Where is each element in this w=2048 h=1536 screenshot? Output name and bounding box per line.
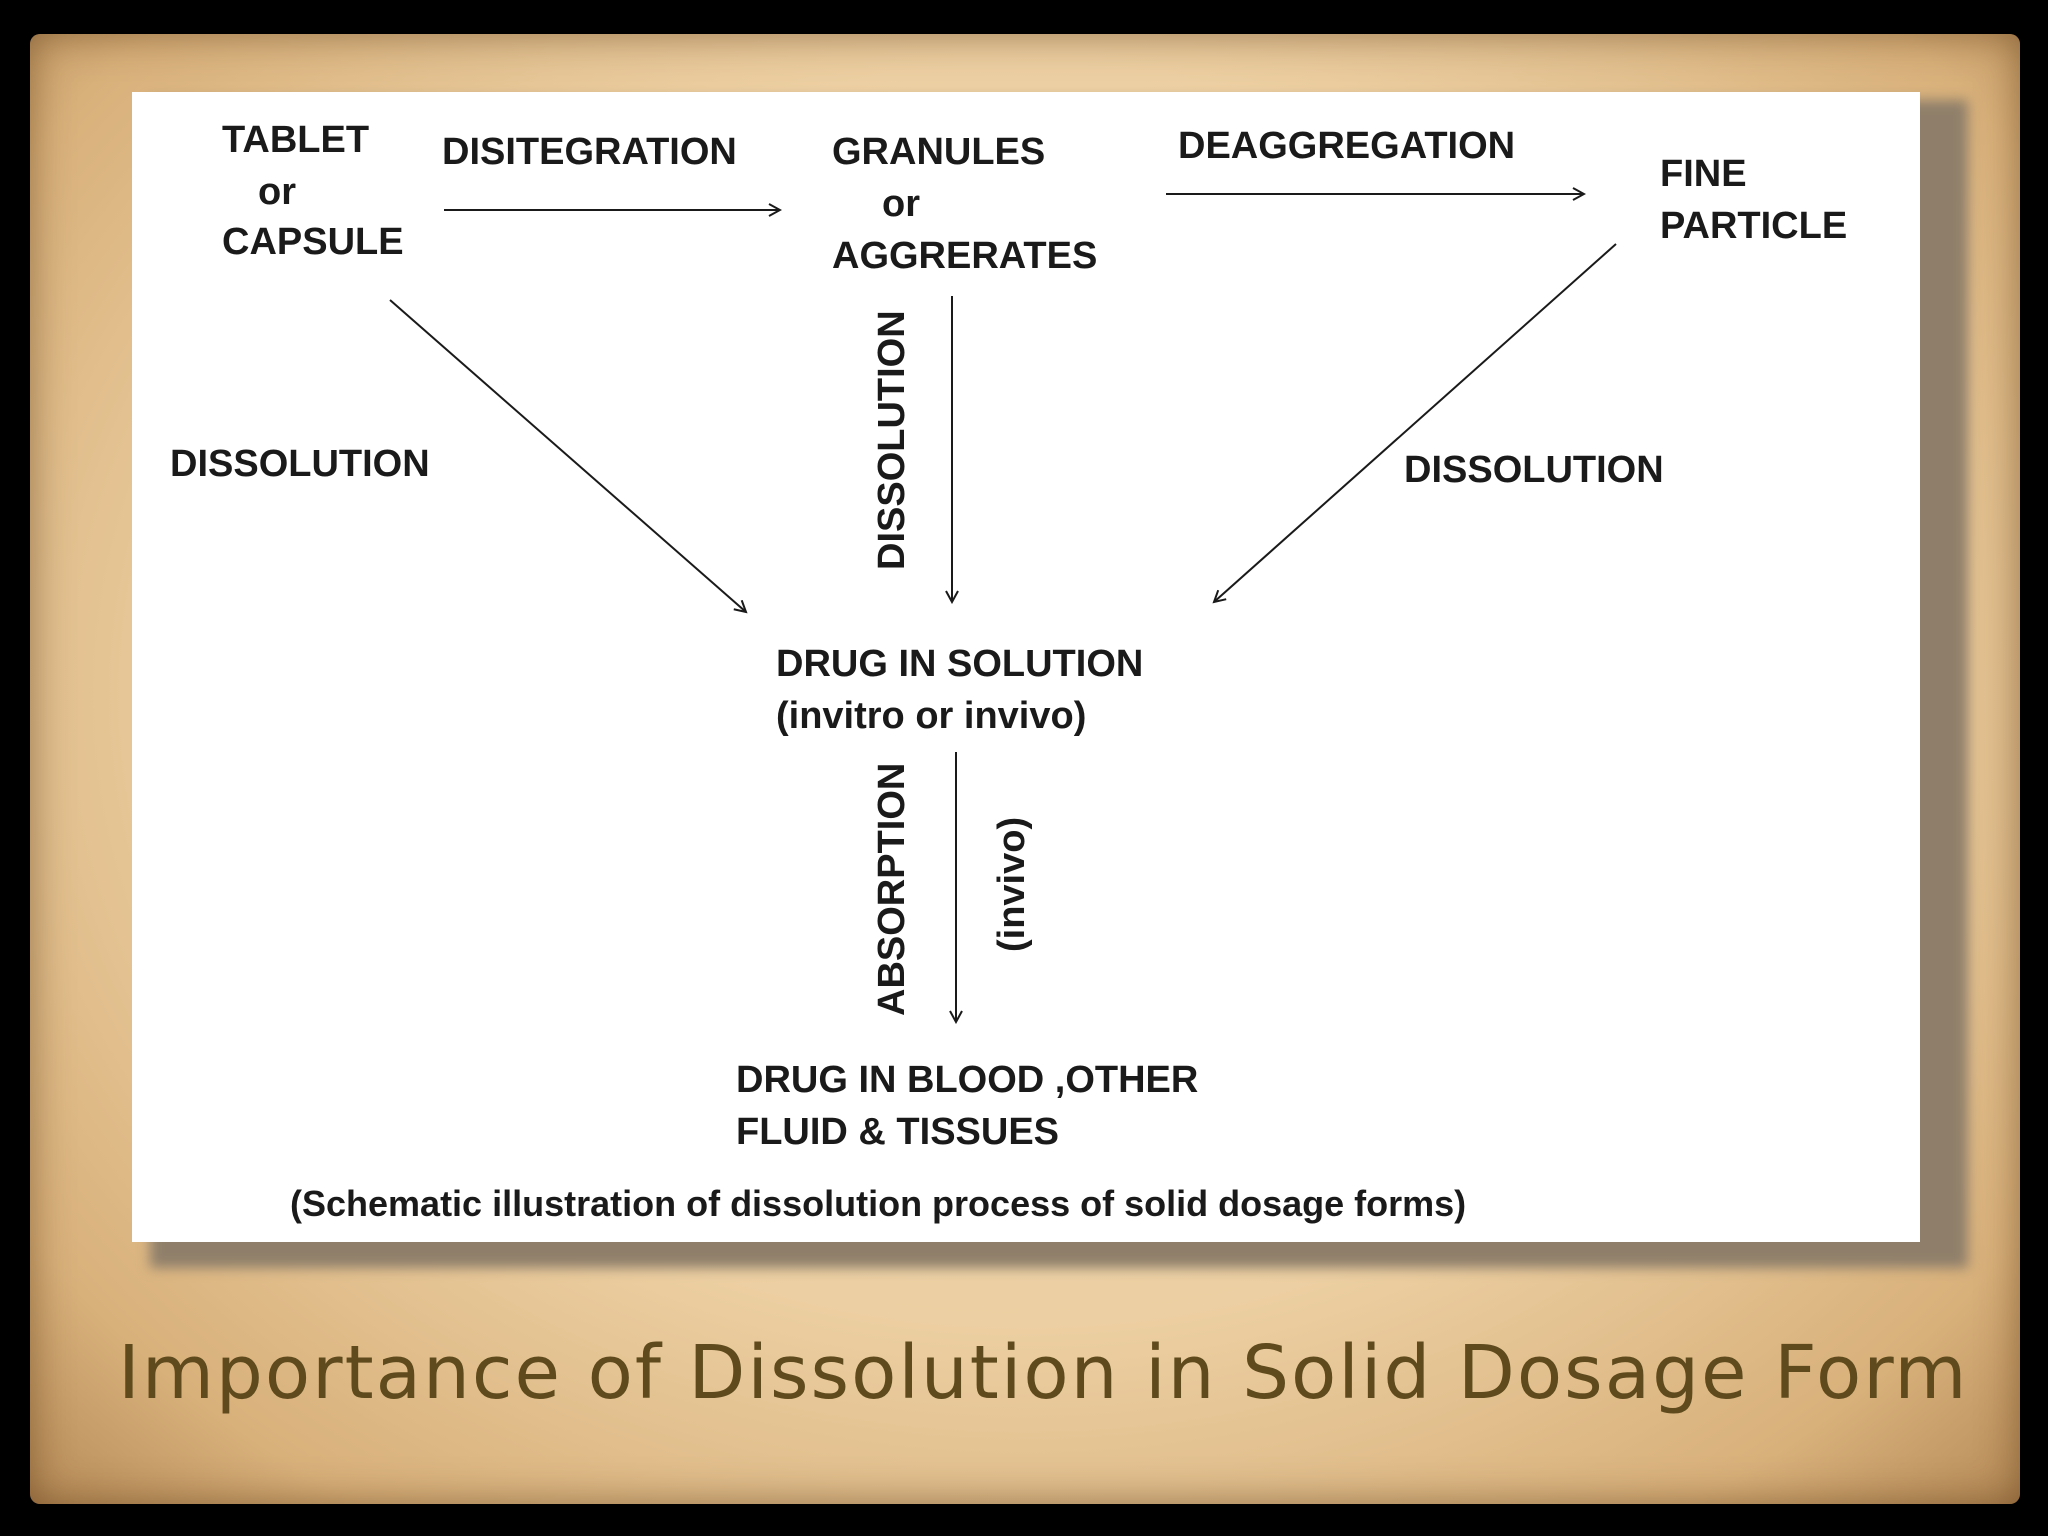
dissolution-right-label: DISSOLUTION [1404, 449, 1664, 491]
tablet-or-label: or [258, 171, 296, 213]
fine-label: FINE [1660, 153, 1747, 195]
node-drug-in-solution: DRUG IN SOLUTION (invitro or invivo) [776, 643, 1143, 737]
dissolution-center-label: DISSOLUTION [871, 310, 913, 570]
diagram-caption: (Schematic illustration of dissolution p… [290, 1183, 1466, 1224]
capsule-label: CAPSULE [222, 221, 404, 263]
fluid-tissues-label: FLUID & TISSUES [736, 1111, 1059, 1153]
invitro-invivo-label: (invitro or invivo) [776, 695, 1086, 737]
aggregates-label: AGGRERATES [832, 235, 1097, 277]
node-fine-particle: FINE PARTICLE [1660, 153, 1847, 247]
invivo-label: (invivo) [991, 817, 1033, 952]
drug-in-solution-label: DRUG IN SOLUTION [776, 643, 1143, 685]
absorption-label: ABSORPTION [871, 763, 913, 1016]
granules-label: GRANULES [832, 131, 1045, 173]
diagram-panel: TABLET or CAPSULE GRANULES or AGGRERATES… [132, 92, 1920, 1242]
dissolution-left-label: DISSOLUTION [170, 443, 430, 485]
tablet-label: TABLET [222, 119, 369, 161]
node-tablet-capsule: TABLET or CAPSULE [222, 119, 404, 263]
slide-title: Importance of Dissolution in Solid Dosag… [118, 1330, 1969, 1416]
node-drug-in-blood: DRUG IN BLOOD ,OTHER FLUID & TISSUES [736, 1059, 1198, 1153]
deaggregation-label: DEAGGREGATION [1178, 125, 1515, 167]
dissolution-left-arrow [389, 299, 746, 612]
granules-or-label: or [882, 183, 920, 225]
flow-diagram: TABLET or CAPSULE GRANULES or AGGRERATES… [170, 119, 1847, 1224]
node-granules-aggregates: GRANULES or AGGRERATES [832, 131, 1097, 277]
dissolution-right-arrow [1214, 243, 1617, 602]
particle-label: PARTICLE [1660, 205, 1847, 247]
disintegration-label: DISITEGRATION [442, 131, 737, 173]
drug-in-blood-label: DRUG IN BLOOD ,OTHER [736, 1059, 1198, 1101]
